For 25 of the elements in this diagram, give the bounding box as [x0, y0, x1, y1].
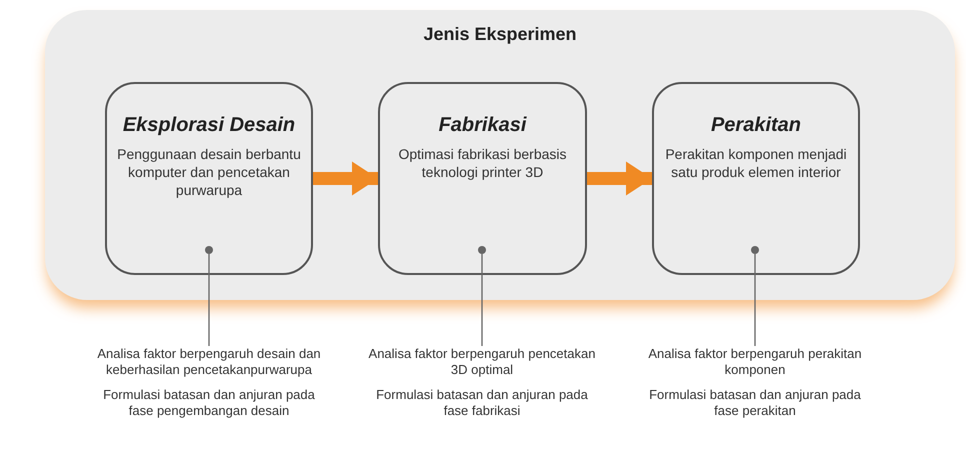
leader-line	[754, 254, 756, 346]
note-text: Analisa faktor berpengaruh desain dan keberhasilan pencetakanpurwarupa	[96, 346, 322, 378]
dot-marker	[204, 246, 212, 254]
stage-title: Eksplorasi Desain	[122, 114, 296, 137]
note-text: Formulasi batasan dan anjuran pada fase fabrikasi	[375, 386, 589, 419]
note-text: Analisa faktor berpengaruh pencetakan 3D optimal	[368, 346, 596, 378]
stage-box	[652, 82, 860, 275]
group-panel	[45, 10, 955, 300]
leader-line	[481, 254, 483, 346]
stage-box	[105, 82, 313, 275]
stage-title: Fabrikasi	[438, 114, 528, 137]
flow-arrow	[587, 162, 652, 196]
stage-description: Optimasi fabrikasi berbasis teknologi printer 3D	[397, 145, 568, 182]
stage-title: Perakitan	[710, 114, 802, 137]
stage-description: Perakitan komponen menjadi satu produk elemen interior	[664, 145, 848, 182]
note-text: Analisa faktor berpengaruh perakitan komponen	[647, 346, 863, 378]
flow-arrow	[313, 162, 378, 196]
note-text: Formulasi batasan dan anjuran pada fase pengembangan desain	[102, 386, 316, 419]
note-text: Formulasi batasan dan anjuran pada fase perakitan	[648, 386, 862, 419]
leader-line	[208, 254, 210, 346]
stage-description: Penggunaan desain berbantu komputer dan pencetakan purwarupa	[117, 145, 301, 200]
panel-title: Jenis Eksperimen	[422, 24, 578, 45]
stage-box	[378, 82, 587, 275]
dot-marker	[478, 246, 486, 254]
dot-marker	[750, 246, 758, 254]
